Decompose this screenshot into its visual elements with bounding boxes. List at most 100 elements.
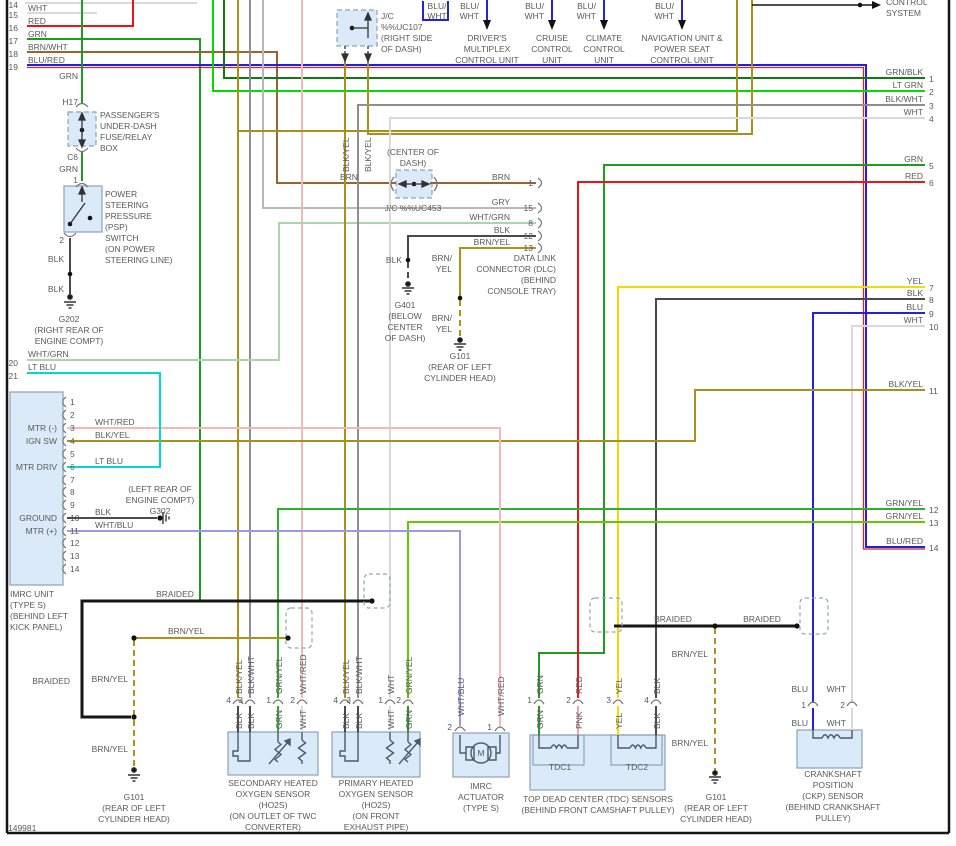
wire-label: MTR (+)	[26, 526, 58, 536]
wire-label: 2	[840, 700, 845, 710]
wire-label: (BEHIND CRANKSHAFT	[786, 802, 881, 812]
wire-label: WHT/RED	[298, 654, 308, 694]
wire-label: 20	[9, 358, 19, 368]
wire-label: YEL	[436, 324, 452, 334]
symbols	[62, 0, 881, 784]
wire-label: 1	[378, 695, 383, 705]
wire-dlc13-brnyel	[459, 247, 536, 296]
shield-ckp	[799, 597, 829, 635]
jc-uc107-internals	[341, 11, 372, 63]
wire-label: 17	[9, 36, 19, 46]
wire-label: YEL	[436, 264, 452, 274]
wire-label: RED	[574, 676, 584, 694]
wire-label: DASH)	[400, 158, 427, 168]
wire-label: 4	[644, 695, 649, 705]
wire-label: M	[477, 748, 484, 758]
wire-label: H17	[62, 97, 78, 107]
wire-label: 3	[70, 423, 75, 433]
varres-secondary	[268, 732, 291, 765]
wire-label: NAVIGATION UNIT &	[641, 33, 723, 43]
wire-label: BLK/YEL	[341, 137, 351, 172]
wire-label: CONTROL	[531, 44, 573, 54]
wire-label: STEERING LINE)	[105, 255, 173, 265]
wire-label: BLK/YEL	[234, 659, 244, 694]
wire-label: YEL	[907, 276, 923, 286]
wire-label: GRN	[535, 675, 545, 694]
ground-g101-center	[454, 337, 466, 351]
heater-primary	[339, 732, 359, 762]
wire-blkyel-top-right	[238, 0, 738, 132]
wire-label: WHT	[460, 11, 479, 21]
wire-17-grn	[27, 38, 201, 601]
wire-label: SECONDARY HEATED	[228, 778, 318, 788]
shield-primary	[363, 573, 391, 609]
wire-label: (ON POWER	[105, 244, 155, 254]
wire-label: WHT	[386, 675, 396, 694]
wire-label: GRN	[274, 710, 284, 729]
wire-label: OF DASH)	[385, 333, 426, 343]
wire-label: 12	[929, 505, 939, 515]
wire-label: CENTER	[388, 322, 423, 332]
arrowhead-control-system	[872, 1, 881, 9]
wire-label: 3	[238, 695, 243, 705]
wire-label: BLU	[906, 302, 923, 312]
ground-symbols	[64, 281, 721, 784]
wire-10-wht-ckp	[851, 325, 925, 703]
ground-g401	[402, 281, 414, 295]
psp-switch-internals	[69, 185, 86, 225]
wire-label: PNK	[574, 711, 584, 729]
wire-label: BRN/YEL	[672, 649, 709, 659]
wire-label: 2	[929, 87, 934, 97]
wire-label: GRN/YEL	[886, 511, 924, 521]
wire-label: 10	[70, 513, 80, 523]
wire-19-blu-red-red	[27, 66, 925, 550]
page-border	[5, 0, 951, 835]
wire-1-grn-blk	[223, 0, 925, 79]
wire-label: 6	[70, 462, 75, 472]
wire-label: WHT	[577, 11, 596, 21]
wire-label: 4	[70, 436, 75, 446]
wire-label: 2	[70, 410, 75, 420]
wire-label: 1	[527, 695, 532, 705]
wire-19-blu-red-blu	[27, 64, 925, 548]
wire-label: 3	[929, 101, 934, 111]
wire-label: CONTROL	[583, 44, 625, 54]
wire-label: 13	[524, 243, 534, 253]
wire-label: (REAR OF LEFT	[684, 803, 748, 813]
wire-label: BLK	[652, 678, 662, 694]
wire-label: WHT	[827, 718, 846, 728]
wire-2-lt-grn	[212, 0, 925, 92]
wire-label: (BEHIND	[521, 275, 556, 285]
wire-label: BOX	[100, 143, 118, 153]
varres-primary	[398, 732, 421, 765]
wire-label: BRN	[492, 172, 510, 182]
wire-label: BRN/YEL	[168, 626, 205, 636]
wire-label: 7	[70, 475, 75, 485]
wire-label: BLU/	[428, 1, 448, 11]
wire-gry-dlc15	[262, 0, 536, 209]
wire-label: (TYPE S)	[10, 600, 46, 610]
wire-label: BLK/YEL	[889, 379, 924, 389]
wire-label: BLK/WHT	[354, 656, 364, 694]
wire-label: 6	[929, 178, 934, 188]
wire-label: (TYPE S)	[463, 803, 499, 813]
wire-12-grnyel-sec1	[277, 508, 925, 698]
wire-label: 3	[606, 695, 611, 705]
wire-label: 16	[9, 23, 19, 33]
wire-label: 1	[801, 700, 806, 710]
wire-imrc11-whtblu	[67, 530, 461, 726]
wire-label: 9	[929, 309, 934, 319]
ground-g101-tdc	[709, 770, 721, 784]
wire-label: BRN/YEL	[92, 744, 129, 754]
wire-label: BLU/	[577, 1, 597, 11]
wire-label: 5	[929, 161, 934, 171]
wire-label: WHT	[655, 11, 674, 21]
wire-label: CYLINDER HEAD)	[98, 814, 170, 824]
wire-label: BRN/YEL	[92, 674, 129, 684]
wire-label: SWITCH	[105, 233, 139, 243]
wire-label: GROUND	[19, 513, 57, 523]
wire-label: BLU	[791, 718, 808, 728]
wire-label: C6	[67, 152, 78, 162]
